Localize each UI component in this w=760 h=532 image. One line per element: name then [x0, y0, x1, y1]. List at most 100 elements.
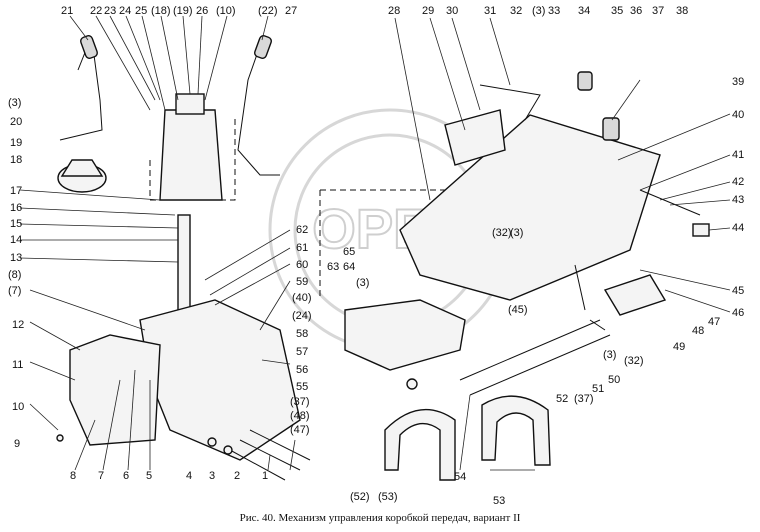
- leader-line: [19, 207, 176, 216]
- callout-label: (37): [290, 396, 310, 408]
- leader-line: [429, 17, 466, 131]
- callout-label: 9: [14, 438, 20, 450]
- callout-label: 60: [296, 259, 308, 271]
- leader-line: [29, 361, 76, 381]
- callout-label: 40: [732, 109, 744, 121]
- leader-line: [204, 15, 228, 101]
- lever-rod-right: [237, 39, 280, 176]
- callout-label: 13: [10, 252, 22, 264]
- leader-lines: [19, 15, 731, 471]
- callout-label: 23: [104, 5, 116, 17]
- leader-line: [29, 289, 146, 331]
- leader-line: [451, 17, 481, 111]
- leader-line: [289, 439, 296, 471]
- callout-label: 21: [61, 5, 73, 17]
- callout-label: 48: [692, 325, 704, 337]
- callout-label: 49: [673, 341, 685, 353]
- callout-label: (7): [8, 285, 21, 297]
- fork-rods: [459, 319, 611, 396]
- leader-line: [160, 15, 179, 101]
- leader-line: [259, 280, 291, 331]
- leader-line: [639, 269, 731, 291]
- callout-label: (24): [292, 310, 312, 322]
- gearbox-cover: [399, 71, 710, 331]
- upper-housing: [159, 109, 223, 201]
- leader-line: [617, 113, 731, 161]
- callout-label: 1: [262, 470, 268, 482]
- callout-label: 14: [10, 234, 22, 246]
- callout-label: (52): [350, 491, 370, 503]
- callout-label: (3): [356, 277, 369, 289]
- fork-53: [481, 395, 551, 466]
- callout-label: 38: [676, 5, 688, 17]
- callout-label: 15: [10, 218, 22, 230]
- callout-label: 43: [732, 194, 744, 206]
- leader-line: [669, 199, 731, 206]
- callout-label: 57: [296, 346, 308, 358]
- leader-line: [639, 154, 731, 191]
- callout-label: 31: [484, 5, 496, 17]
- callout-label: (18): [151, 5, 171, 17]
- leader-line: [74, 419, 96, 471]
- leader-line: [459, 394, 471, 471]
- callout-label: (47): [290, 424, 310, 436]
- screw-4: [207, 437, 217, 447]
- callout-label: 28: [388, 5, 400, 17]
- callout-label: (10): [216, 5, 236, 17]
- figure-caption: Рис. 40. Механизм управления коробкой пе…: [239, 512, 521, 524]
- callout-label: 55: [296, 381, 308, 393]
- fork-pin: [406, 378, 418, 390]
- plug-34: [577, 71, 593, 91]
- switch-wire-43: [639, 189, 701, 216]
- leader-line: [708, 227, 731, 231]
- leader-line: [125, 15, 161, 101]
- leader-line: [95, 15, 151, 111]
- callout-label: 25: [135, 5, 147, 17]
- callout-label: 59: [296, 276, 308, 288]
- plug-39: [602, 117, 620, 141]
- callout-label: (45): [508, 304, 528, 316]
- callout-label: 33: [548, 5, 560, 17]
- callout-label: 41: [732, 149, 744, 161]
- callout-label: 11: [12, 359, 23, 371]
- leader-line: [261, 15, 269, 41]
- callout-label: 19: [10, 137, 22, 149]
- lever-47: [603, 274, 667, 316]
- callout-label: (48): [290, 410, 310, 422]
- callout-label: 44: [732, 222, 744, 234]
- callout-label: 16: [10, 202, 22, 214]
- plate-31: [479, 84, 541, 121]
- leader-line: [197, 15, 203, 95]
- shift-shaft: [177, 214, 191, 316]
- bracket-55: [344, 299, 466, 371]
- leader-line: [29, 403, 59, 431]
- boot-top: [60, 159, 104, 177]
- callout-label: (3): [532, 5, 545, 17]
- screw-9: [56, 434, 64, 442]
- leader-line: [489, 17, 511, 86]
- callout-label: 34: [578, 5, 590, 17]
- callout-label: 3: [209, 470, 215, 482]
- leader-line: [29, 321, 81, 351]
- callout-label: 30: [446, 5, 458, 17]
- callout-label: 62: [296, 224, 308, 236]
- assembly-dash-frame: [149, 115, 236, 201]
- leader-line: [182, 15, 191, 95]
- lever-knob-left: [80, 35, 98, 59]
- callout-label: 63: [327, 261, 339, 273]
- callout-label: 51: [592, 383, 604, 395]
- callout-label: 61: [296, 242, 308, 254]
- callout-label: 7: [98, 470, 104, 482]
- callout-label: 37: [652, 5, 664, 17]
- rod-45: [574, 264, 606, 331]
- leader-line: [141, 15, 166, 111]
- callout-label: 4: [186, 470, 192, 482]
- callout-label: (53): [378, 491, 398, 503]
- callout-label: 52: [556, 393, 568, 405]
- callout-label: 64: [343, 261, 355, 273]
- callout-label: 53: [493, 495, 505, 507]
- callout-label: 27: [285, 5, 297, 17]
- callout-label: 35: [611, 5, 623, 17]
